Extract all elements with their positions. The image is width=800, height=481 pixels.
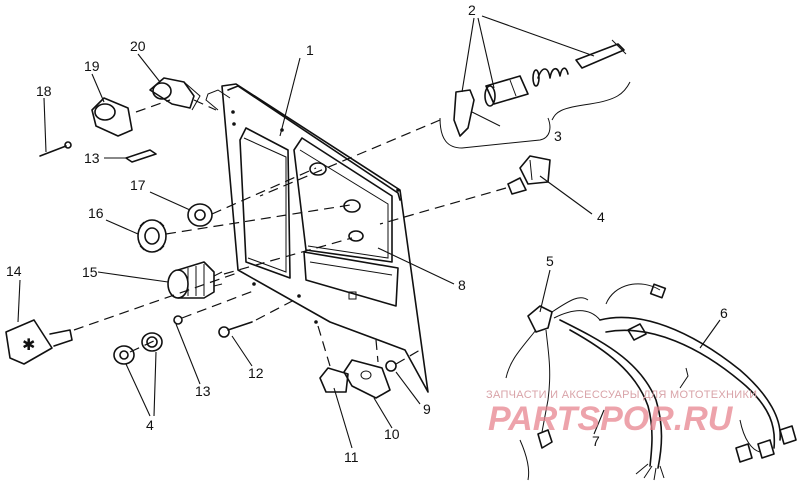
ignition-switch-15 bbox=[167, 261, 223, 299]
callout-7: 7 bbox=[592, 433, 600, 449]
washer-17 bbox=[187, 203, 213, 227]
washer-4 bbox=[141, 332, 163, 352]
nut-4 bbox=[113, 345, 135, 365]
callout-14: 14 bbox=[6, 263, 22, 279]
callout-10: 10 bbox=[384, 426, 400, 442]
callout-12: 12 bbox=[248, 365, 264, 381]
watermark-tagline: ЗАПЧАСТИ И АКСЕССУАРЫ ДЛЯ МОТОТЕХНИКИ bbox=[486, 389, 757, 401]
callout-4-right: 4 bbox=[597, 209, 605, 225]
wiring-harness-6 bbox=[599, 283, 797, 463]
callout-19: 19 bbox=[84, 58, 100, 74]
toggle-switch bbox=[507, 155, 551, 195]
bolt-12 bbox=[218, 321, 253, 338]
callout-13-bottom: 13 bbox=[195, 383, 211, 399]
callout-11: 11 bbox=[344, 449, 359, 465]
wiring-harness-7 bbox=[519, 319, 665, 481]
callout-20: 20 bbox=[130, 38, 146, 54]
svg-text:✱: ✱ bbox=[22, 335, 35, 354]
assembly-projection-lines bbox=[73, 99, 507, 367]
watermark-logo: PARTSPOR.RU bbox=[488, 400, 734, 438]
clip-13-bottom bbox=[173, 315, 183, 325]
nut-9 bbox=[385, 360, 397, 372]
wiring-harness-5 bbox=[505, 297, 601, 449]
callout-13-top: 13 bbox=[84, 150, 100, 166]
callout-labels: 1 2 3 4 5 6 7 8 9 10 11 12 13 14 15 16 1… bbox=[6, 2, 728, 465]
clip-13-top bbox=[125, 149, 157, 163]
callout-6: 6 bbox=[720, 305, 728, 321]
mounting-plate-19 bbox=[91, 97, 133, 137]
screw-18 bbox=[39, 141, 72, 157]
callout-17: 17 bbox=[130, 177, 146, 193]
callout-15: 15 bbox=[82, 264, 98, 280]
callout-9: 9 bbox=[423, 401, 431, 417]
callout-16: 16 bbox=[88, 205, 104, 221]
nut-16 bbox=[137, 219, 167, 253]
callout-3: 3 bbox=[554, 128, 562, 144]
key-14: ✱ bbox=[5, 319, 73, 365]
callout-18: 18 bbox=[36, 83, 52, 99]
leader-lines bbox=[17, 15, 721, 449]
dash-panel bbox=[205, 83, 429, 393]
mounting-plate-20 bbox=[149, 77, 201, 111]
watermark: ЗАПЧАСТИ И АКСЕССУАРЫ ДЛЯ МОТОТЕХНИКИ PA… bbox=[486, 389, 757, 438]
callout-5: 5 bbox=[546, 253, 554, 269]
plate-11 bbox=[319, 367, 349, 393]
callout-2: 2 bbox=[468, 2, 476, 18]
callout-8: 8 bbox=[458, 277, 466, 293]
bracket-10 bbox=[343, 359, 391, 399]
callout-4-left: 4 bbox=[146, 417, 154, 433]
callout-1: 1 bbox=[306, 42, 314, 58]
switch-assembly bbox=[439, 39, 631, 149]
